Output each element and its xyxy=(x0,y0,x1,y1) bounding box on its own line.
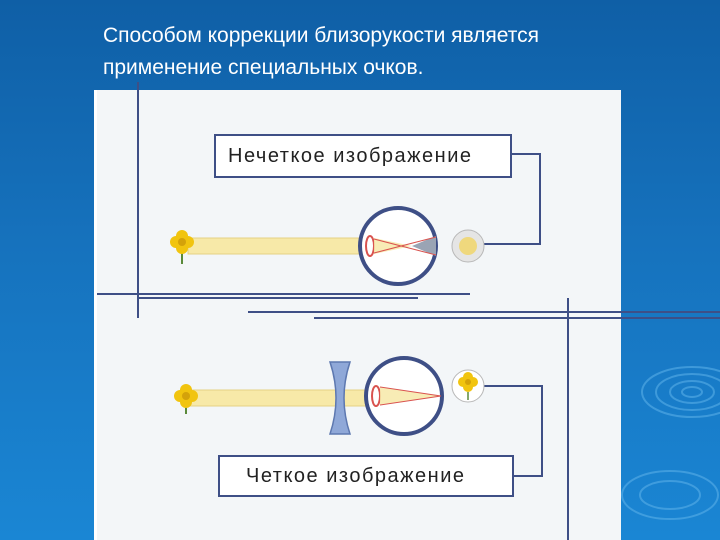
decorative-ripples xyxy=(621,366,720,520)
clear-image-icon xyxy=(451,369,485,403)
bottom-flower-icon xyxy=(174,384,198,414)
blurry-image-label: Нечеткое изображение xyxy=(214,134,512,178)
top-eye xyxy=(358,206,438,286)
top-light-beam xyxy=(187,237,367,255)
top-connector-line xyxy=(481,153,541,245)
slide-heading: Способом коррекции близорукости является… xyxy=(103,20,663,84)
sharp-image-label: Четкое изображение xyxy=(218,455,514,497)
heading-line-2: применение специальных очков. xyxy=(103,56,424,79)
bottom-eye xyxy=(364,356,444,436)
heading-line-1: Способом коррекции близорукости является xyxy=(103,24,540,47)
top-flower-icon xyxy=(170,230,194,264)
bottom-connector-line xyxy=(484,385,543,477)
diagram-panel: Нечеткое изображение Четкое изображение xyxy=(96,90,621,540)
concave-lens-icon xyxy=(328,361,352,435)
diagram-drawing xyxy=(170,153,543,477)
blurred-image-icon xyxy=(451,229,485,263)
